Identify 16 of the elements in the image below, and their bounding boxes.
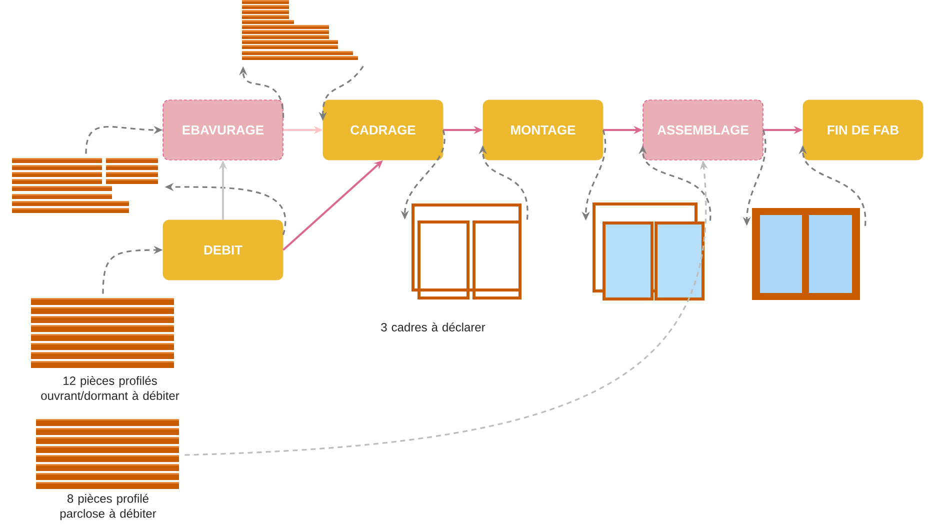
process-box: DEBIT <box>162 220 284 280</box>
process-box: ASSEMBLAGE <box>642 100 764 160</box>
window-drawing <box>752 208 860 300</box>
node-label: 3 cadres à déclarer <box>381 322 486 332</box>
window-drawing <box>592 202 704 300</box>
planks-drawing <box>242 0 358 60</box>
process-box: MONTAGE <box>482 100 604 160</box>
process-box: FIN DE FAB <box>802 100 924 160</box>
planks-drawing <box>12 158 158 213</box>
node-label: 8 pièces profilé parclose à débiter <box>60 494 156 520</box>
node-label: 12 pièces profilés ouvrant/dormant à débiter <box>41 376 180 400</box>
frames-drawing <box>412 204 522 300</box>
process-box: EBAVURAGE <box>162 100 284 160</box>
process-box: CADRAGE <box>322 100 444 160</box>
planks-drawing <box>31 298 174 368</box>
planks-drawing <box>36 419 179 489</box>
